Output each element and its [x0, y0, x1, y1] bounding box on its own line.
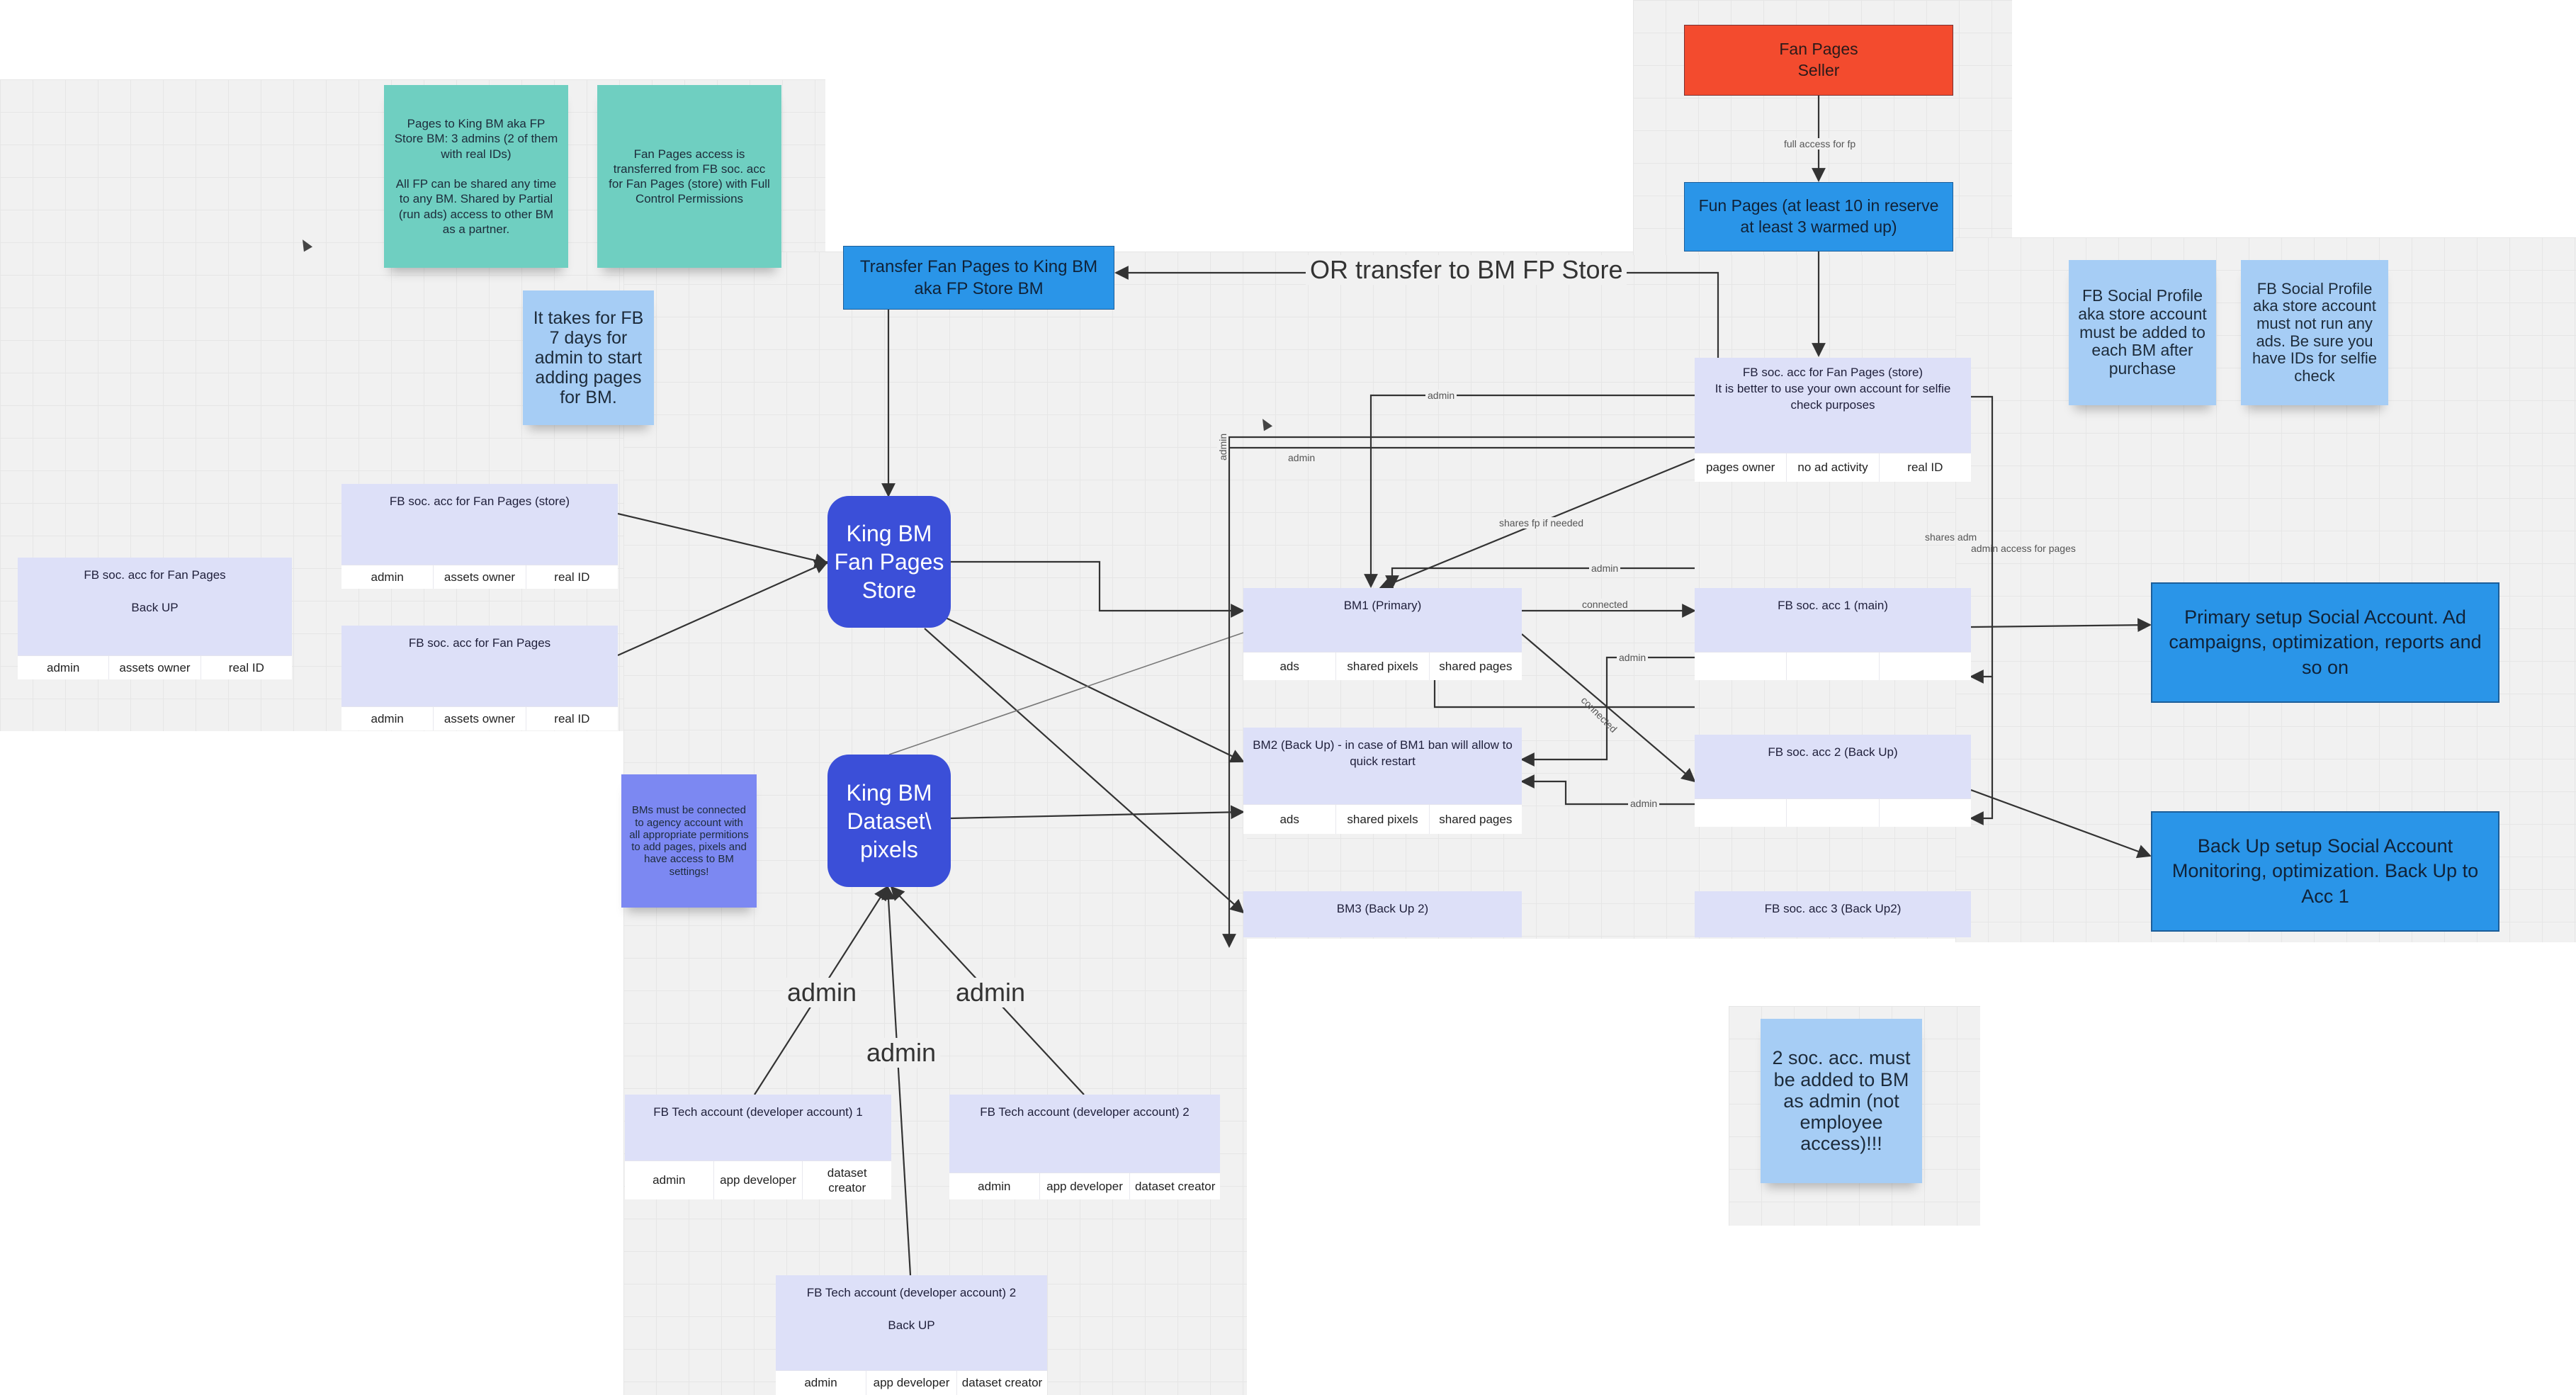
cell: shared pages [1428, 805, 1522, 834]
cell: app developer [713, 1160, 803, 1199]
sticky-pages-to-king: Pages to King BM aka FP Store BM: 3 admi… [384, 85, 568, 268]
card-bm1-primary: BM1 (Primary) ads shared pixels shared p… [1243, 588, 1522, 680]
card-fb-soc-acc-1-main: FB soc. acc 1 (main) [1695, 588, 1971, 680]
cell [1695, 799, 1786, 827]
card-fb-soc-acc-3-backup2: FB soc. acc 3 (Back Up2) [1695, 891, 1971, 937]
label-admin: admin [1589, 563, 1621, 574]
cell: admin [804, 1376, 837, 1390]
cell: pages owner [1705, 461, 1775, 475]
cell: real ID [1878, 453, 1971, 482]
backup-setup-box: Back Up setup Social Account Monitoring,… [2151, 811, 2499, 932]
cell: no ad activity [1786, 453, 1878, 482]
label-admin-tech-left: admin [783, 978, 862, 1007]
cell: real ID [525, 565, 618, 589]
label-full-access: full access for fp [1782, 138, 1858, 149]
cell: admin [371, 570, 404, 584]
cell: admin [978, 1179, 1011, 1193]
card-fb-acc-fan-pages-store-right: FB soc. acc for Fan Pages (store) It is … [1695, 358, 1971, 482]
sticky-two-soc-acc: 2 soc. acc. must be added to BM as admin… [1761, 1019, 1922, 1183]
label-admin: admin [1628, 798, 1660, 809]
cell: app developer [1039, 1173, 1130, 1199]
sticky-fp-access: Fan Pages access is transferred from FB … [597, 85, 781, 268]
cell [1695, 653, 1786, 680]
label-admin-tech-mid: admin [862, 1038, 941, 1068]
card-title: FB Tech account (developer account) 2 [949, 1095, 1220, 1173]
card-title: BM1 (Primary) [1243, 588, 1522, 652]
cell: ads [1279, 659, 1299, 673]
cell: app developer [866, 1371, 956, 1395]
king-bm-dataset-pixels: King BM Dataset\ pixels [827, 755, 951, 887]
cell: dataset creator [802, 1160, 891, 1199]
cell: dataset creator [1129, 1173, 1220, 1199]
card-title: FB soc. acc 2 (Back Up) [1695, 735, 1971, 798]
card-title: FB soc. acc for Fan Pages [341, 626, 618, 706]
sticky-bms-connected: BMs must be connected to agency account … [621, 774, 757, 908]
card-title: FB Tech account (developer account) 2 Ba… [776, 1275, 1047, 1370]
cell: shared pages [1428, 653, 1522, 680]
cell: assets owner [433, 565, 525, 589]
card-fb-tech-account-1: FB Tech account (developer account) 1 ad… [625, 1095, 891, 1199]
card-title: FB Tech account (developer account) 1 [625, 1095, 891, 1160]
card-fb-acc-fan-pages-backup: FB soc. acc for Fan Pages Back UP admin … [18, 558, 292, 679]
cell: assets owner [108, 655, 200, 679]
card-bm3-backup2: BM3 (Back Up 2) [1243, 891, 1522, 937]
primary-setup-box: Primary setup Social Account. Ad campaig… [2151, 582, 2499, 703]
card-fb-acc-fan-pages-store-left: FB soc. acc for Fan Pages (store) admin … [341, 484, 618, 589]
cell [1878, 653, 1971, 680]
cell: admin [47, 660, 80, 674]
label-admin: admin [1425, 390, 1457, 401]
label-shares-admin: shares adm [1925, 531, 1977, 543]
cell: admin [371, 711, 404, 725]
card-title: FB soc. acc 1 (main) [1695, 588, 1971, 652]
label-admin-vertical: admin [1217, 433, 1228, 461]
fun-pages-box: Fun Pages (at least 10 in reserve at lea… [1684, 182, 1953, 252]
cell: shared pixels [1335, 805, 1428, 834]
king-bm-fan-pages-store: King BM Fan Pages Store [827, 496, 951, 628]
sticky-seven-days: It takes for FB 7 days for admin to star… [523, 290, 654, 425]
cell: shared pixels [1335, 653, 1428, 680]
card-title: BM3 (Back Up 2) [1243, 891, 1522, 937]
label-shares-fp: shares fp if needed [1497, 517, 1586, 529]
card-fb-acc-fan-pages-left: FB soc. acc for Fan Pages admin assets o… [341, 626, 618, 730]
card-title: FB soc. acc 3 (Back Up2) [1695, 891, 1971, 937]
label-connected: connected [1580, 599, 1630, 610]
transfer-box: Transfer Fan Pages to King BM aka FP Sto… [843, 246, 1114, 310]
cell: assets owner [433, 706, 525, 730]
cell: real ID [200, 655, 292, 679]
card-bm2-backup: BM2 (Back Up) - in case of BM1 ban will … [1243, 728, 1522, 834]
label-admin: admin [1286, 452, 1318, 463]
fan-pages-seller-box: Fan Pages Seller [1684, 25, 1953, 96]
card-title: BM2 (Back Up) - in case of BM1 ban will … [1243, 728, 1522, 804]
card-title: FB soc. acc for Fan Pages (store) [341, 484, 618, 565]
card-fb-soc-acc-2-backup: FB soc. acc 2 (Back Up) [1695, 735, 1971, 827]
label-admin-tech-right: admin [951, 978, 1030, 1007]
label-or-transfer: OR transfer to BM FP Store [1306, 255, 1627, 285]
label-admin: admin [1617, 652, 1649, 663]
cell: admin [653, 1173, 686, 1187]
card-fb-tech-account-2: FB Tech account (developer account) 2 ad… [949, 1095, 1220, 1199]
cell: dataset creator [956, 1371, 1047, 1395]
label-admin-access-pages: admin access for pages [1971, 543, 2076, 554]
sticky-fb-profile-store: FB Social Profile aka store account must… [2069, 260, 2216, 405]
cell: ads [1279, 812, 1299, 826]
card-title: FB soc. acc for Fan Pages Back UP [18, 558, 292, 655]
card-fb-tech-account-backup: FB Tech account (developer account) 2 Ba… [776, 1275, 1047, 1395]
cell [1786, 653, 1878, 680]
cell [1786, 799, 1878, 827]
sticky-fb-profile-noads: FB Social Profile aka store account must… [2241, 260, 2388, 405]
cell: real ID [525, 706, 618, 730]
cell [1878, 799, 1971, 827]
card-title: FB soc. acc for Fan Pages (store) It is … [1695, 358, 1971, 453]
